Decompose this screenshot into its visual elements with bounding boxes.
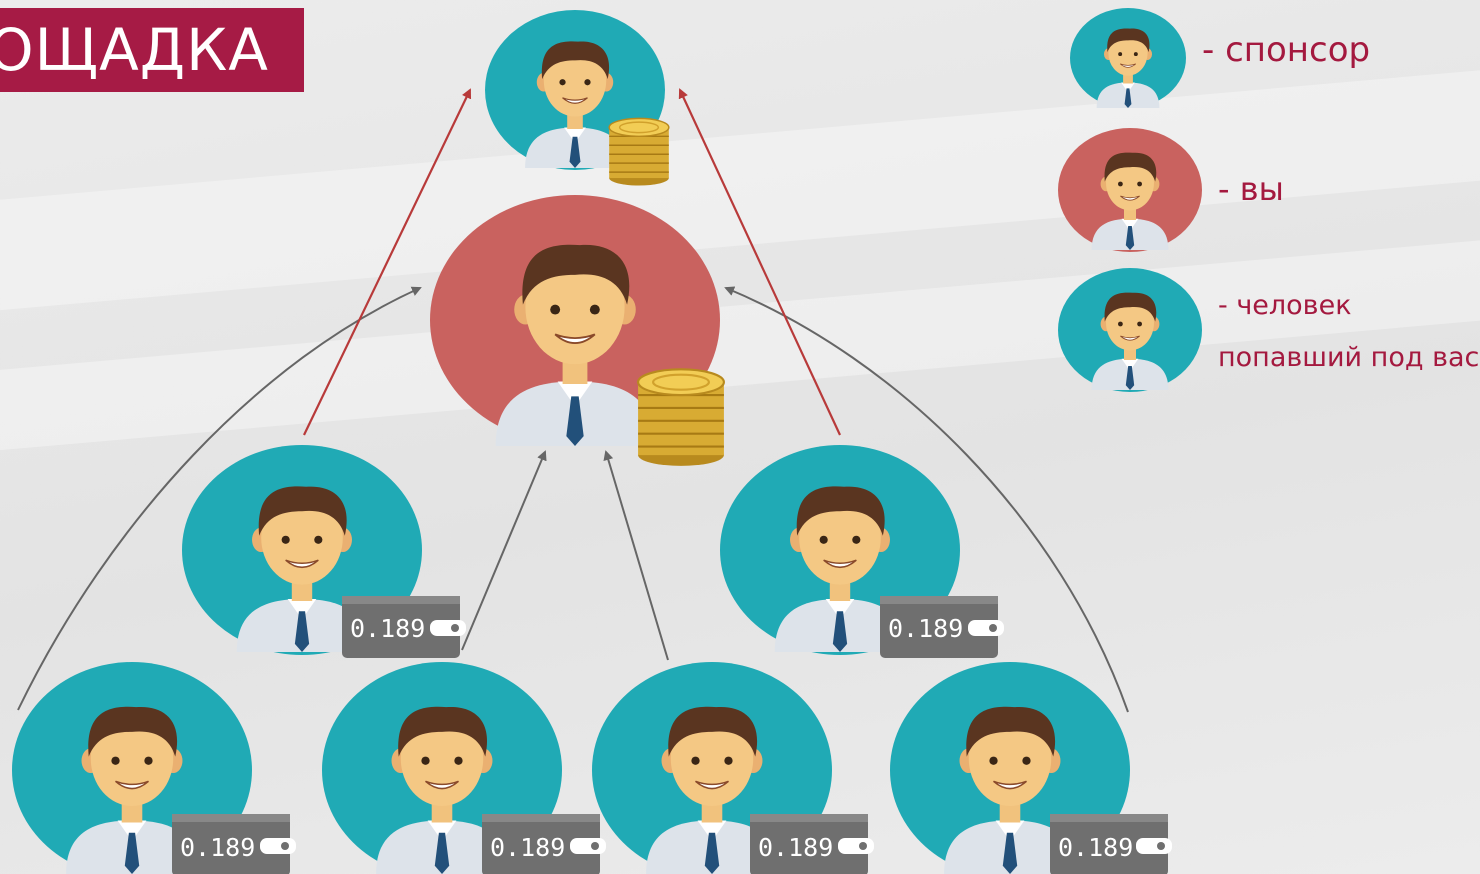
wallet-icon: 0.189: [342, 596, 466, 658]
legend-referral-label-line2: попавший под вас: [1218, 342, 1480, 373]
referral-node: 0.189: [890, 662, 1172, 874]
sponsor-node: [485, 10, 670, 187]
wallet-icon: 0.189: [1050, 814, 1172, 874]
coin-stack-icon: [608, 117, 670, 187]
arrow-icon: [678, 88, 841, 436]
arrow-icon: [17, 286, 422, 711]
wallet-amount: 0.189: [888, 614, 963, 643]
wallet-amount: 0.189: [1058, 833, 1133, 862]
referral-node: 0.189: [322, 662, 606, 874]
wallet-amount: 0.189: [350, 614, 425, 643]
wallet-amount: 0.189: [180, 833, 255, 862]
wallet-amount: 0.189: [758, 833, 833, 862]
legend-you-avatar: [1058, 128, 1202, 252]
wallet-icon: 0.189: [482, 814, 606, 874]
referral-node: 0.189: [720, 445, 1004, 658]
legend-sponsor-avatar: [1070, 8, 1186, 108]
referral-node: 0.189: [592, 662, 874, 874]
legend-referral-avatar: [1058, 268, 1202, 392]
wallet-icon: 0.189: [880, 596, 1004, 658]
coin-stack-icon: [636, 368, 726, 467]
legend-referral-label-line1: - человек: [1218, 290, 1352, 321]
legend-you-label: - вы: [1218, 170, 1284, 208]
page-title: ОЩАДКА: [0, 16, 269, 84]
arrow-icon: [303, 88, 472, 436]
you-node: [430, 195, 726, 467]
arrow-icon: [724, 286, 1129, 713]
legend-sponsor-label: - спонсор: [1202, 30, 1371, 70]
arrow-icon: [461, 450, 547, 651]
wallet-icon: 0.189: [172, 814, 296, 874]
referral-node: 0.189: [182, 445, 466, 658]
title-banner: ОЩАДКА: [0, 8, 304, 92]
wallet-amount: 0.189: [490, 833, 565, 862]
arrow-icon: [603, 450, 669, 661]
wallet-icon: 0.189: [750, 814, 874, 874]
referral-node: 0.189: [12, 662, 296, 874]
